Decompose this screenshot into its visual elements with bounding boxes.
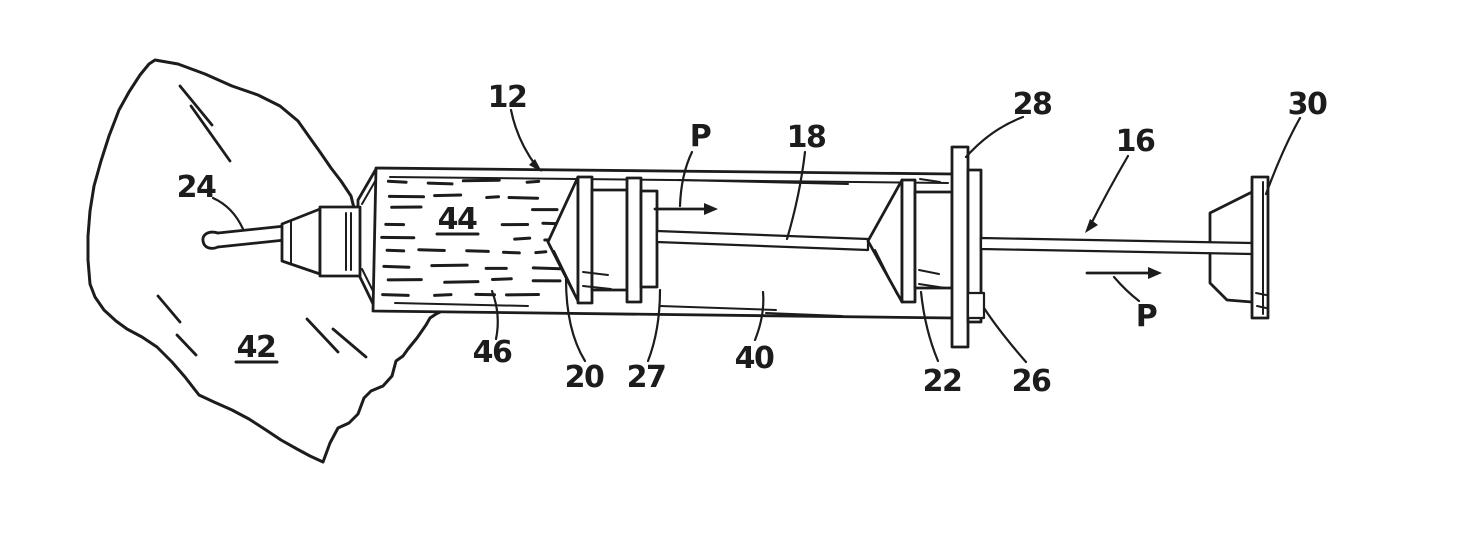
barrel-inner-line — [394, 302, 529, 307]
needle-hub-collar — [318, 205, 362, 278]
leader-line-27 — [646, 288, 662, 363]
leader-line-30 — [1264, 116, 1302, 196]
liquid-dash — [534, 250, 548, 255]
leader-line-16 — [1087, 154, 1130, 230]
ref-label-16: 16 — [1116, 124, 1155, 159]
ref-label-20: 20 — [565, 360, 604, 395]
liquid-dash — [525, 179, 541, 184]
leader-line-18 — [785, 150, 807, 241]
arrowhead-12 — [529, 159, 542, 172]
pressure-arrowhead-right — [1148, 267, 1162, 279]
seal-step-line — [582, 271, 609, 276]
seal-cone-inner-line — [553, 250, 575, 293]
leader-line-46 — [490, 289, 499, 341]
needle-tip-hook — [201, 230, 220, 250]
leader-line-20 — [564, 277, 587, 363]
liquid-dash — [461, 178, 501, 183]
liquid-dash — [382, 264, 411, 269]
liquid-dash — [385, 248, 406, 253]
leader-line-24 — [211, 196, 245, 231]
leader-line-22 — [919, 290, 940, 363]
tissue-region — [86, 58, 444, 464]
reference-labels: 12 24 42 44 46 20 27 40 18 P 22 26 28 16… — [177, 80, 1329, 399]
liquid-texture — [380, 178, 562, 297]
liquid-dash — [433, 293, 453, 297]
leader-line-p-right — [1112, 275, 1141, 303]
needle-group — [201, 205, 362, 278]
needle-line — [216, 238, 287, 249]
plate-detail-line — [1256, 305, 1267, 309]
ref-label-24: 24 — [177, 170, 216, 205]
seal-disc — [900, 178, 917, 304]
seal-step-line — [918, 283, 946, 289]
seal-step-line — [918, 269, 940, 275]
seal-disc — [576, 175, 594, 305]
seal-disc — [625, 176, 643, 304]
thumb-plate — [1250, 175, 1270, 320]
liquid-dash — [430, 263, 469, 268]
barrel-flange — [950, 145, 986, 349]
front-plunger-seal — [546, 175, 659, 305]
tissue-outline — [86, 58, 444, 464]
tissue-hatch-mark — [305, 317, 340, 354]
ref-label-27: 27 — [627, 360, 666, 395]
ref-label-44: 44 — [438, 202, 477, 237]
ref-label-18: 18 — [787, 120, 826, 155]
rear-plunger-seal — [866, 178, 954, 304]
leader-line-40 — [753, 290, 765, 342]
seal-cone-inner-line — [874, 249, 898, 295]
seal-groove — [590, 188, 629, 292]
barrel-inner-line — [659, 305, 777, 311]
seal-cap — [639, 189, 659, 289]
barrel-inner-line — [765, 312, 843, 317]
liquid-dash — [531, 266, 562, 271]
pressure-arrowhead-left — [704, 203, 718, 215]
connecting-rod — [655, 229, 870, 252]
tissue-hatch-mark — [178, 84, 214, 127]
leader-line-28 — [964, 115, 1025, 159]
ref-label-30: 30 — [1288, 87, 1327, 122]
ref-label-p-right: P — [1136, 299, 1157, 334]
liquid-dash — [485, 195, 500, 199]
ref-label-40: 40 — [735, 341, 774, 376]
ref-label-26: 26 — [1012, 364, 1051, 399]
ref-label-22: 22 — [923, 364, 962, 399]
seal-step-line — [582, 285, 612, 290]
liquid-dash — [443, 280, 480, 284]
liquid-dash — [417, 248, 446, 252]
arrowhead-16 — [1085, 219, 1098, 233]
tissue-hatch-mark — [189, 104, 232, 163]
flange-front-plate — [950, 145, 970, 349]
barrel-highlight-line — [677, 179, 849, 185]
tissue-hatch-mark — [175, 333, 198, 357]
liquid-dash — [491, 277, 513, 281]
liquid-dash — [433, 193, 463, 198]
ref-label-42: 42 — [237, 330, 276, 365]
thumb-plate-group — [1250, 175, 1270, 320]
liquid-dash — [386, 179, 408, 184]
leader-line-26 — [982, 306, 1028, 364]
barrel-highlight-line — [919, 178, 941, 183]
needle-line — [216, 224, 287, 235]
liquid-dash — [513, 236, 532, 241]
liquid-dash — [507, 196, 540, 200]
ref-label-p-left: P — [690, 119, 711, 154]
tissue-hatch-mark — [331, 327, 368, 359]
flange-notch — [966, 291, 986, 320]
plate-detail-line — [1255, 292, 1267, 296]
liquid-dash — [426, 181, 454, 186]
leader-line-p-left — [678, 150, 694, 208]
ref-label-12: 12 — [488, 80, 527, 115]
tissue-hatch-mark — [156, 294, 182, 324]
ref-label-46: 46 — [473, 335, 512, 370]
liquid-dash — [381, 293, 410, 297]
liquid-dash — [465, 249, 490, 253]
leader-lines — [211, 108, 1302, 364]
barrel-inner-line — [389, 176, 949, 184]
ref-label-28: 28 — [1013, 87, 1052, 122]
liquid-dash — [502, 250, 521, 255]
leader-line-12 — [509, 108, 538, 168]
